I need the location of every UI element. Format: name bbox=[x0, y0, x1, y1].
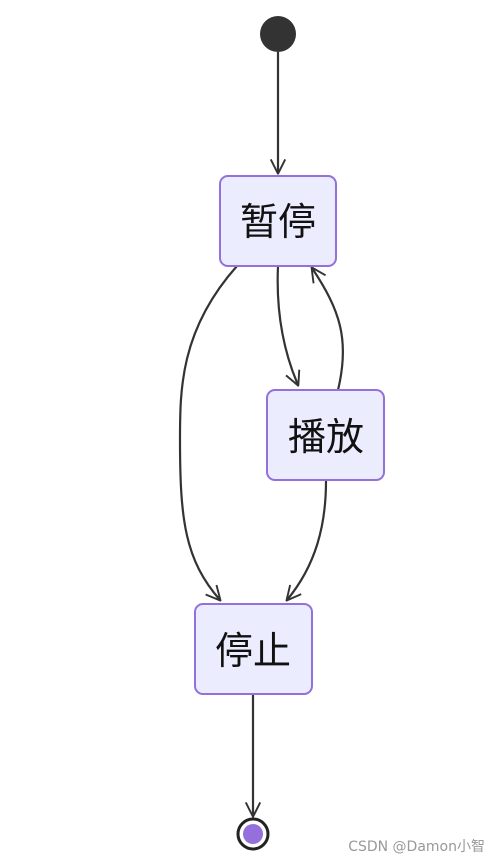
state-playing: 播放 bbox=[266, 389, 385, 481]
state-stopped-label: 停止 bbox=[215, 629, 291, 673]
state-stopped: 停止 bbox=[194, 603, 313, 695]
state-playing-box bbox=[266, 389, 385, 481]
edge-playing-to-paused bbox=[312, 268, 345, 391]
edge-playing-to-stopped bbox=[287, 480, 328, 600]
end-node bbox=[236, 817, 270, 851]
edge-paused-to-playing bbox=[276, 265, 298, 385]
state-playing-label: 播放 bbox=[288, 415, 364, 459]
state-paused-label: 暂停 bbox=[240, 200, 316, 244]
edge-paused-to-stopped bbox=[178, 265, 238, 600]
start-node bbox=[260, 16, 296, 52]
end-node-dot bbox=[243, 824, 263, 844]
state-paused: 暂停 bbox=[219, 175, 337, 267]
state-paused-box bbox=[219, 175, 337, 267]
state-stopped-box bbox=[194, 603, 313, 695]
watermark: CSDN @Damon小智 bbox=[348, 839, 485, 855]
